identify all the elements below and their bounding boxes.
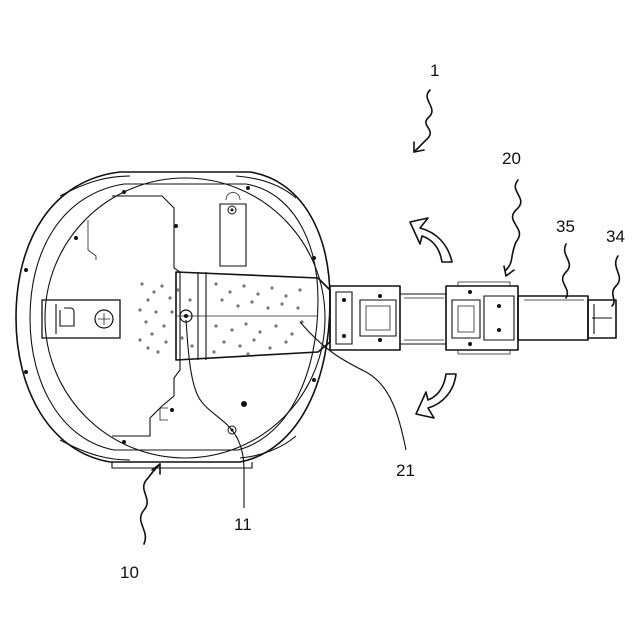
ref-label-1: 1 [430,61,439,80]
reference-numerals: 1 20 35 34 21 11 10 [120,61,625,582]
connector-block [42,300,120,338]
leader-lines [141,90,620,544]
arm-plate [138,272,330,360]
ref-label-10: 10 [120,563,139,582]
ref-label-34: 34 [606,227,625,246]
robot-base [16,172,330,468]
ref-label-35: 35 [556,217,575,236]
rotation-arrow-cw [416,374,456,418]
arm-assembly [330,282,616,354]
screws [24,186,316,444]
ref-label-20: 20 [502,149,521,168]
ref-label-21: 21 [396,461,415,480]
ref-label-11: 11 [234,515,252,534]
perforation-pattern [138,282,304,356]
rotation-arrow-ccw [410,218,452,262]
